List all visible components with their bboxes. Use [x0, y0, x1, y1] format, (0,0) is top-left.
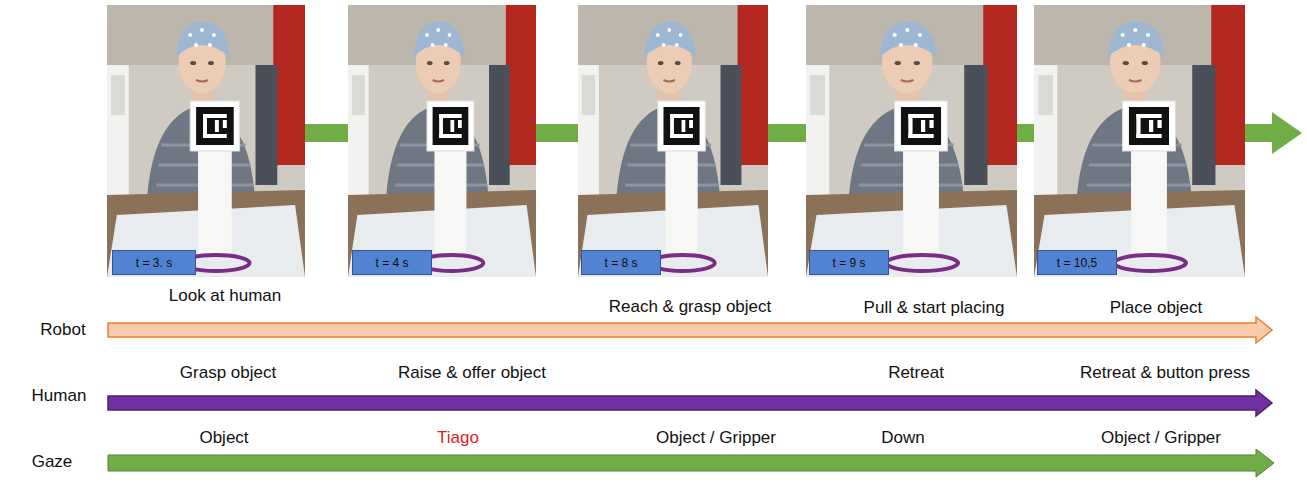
robot-action: Look at human: [169, 286, 281, 306]
gaze-target: Object: [199, 428, 248, 448]
timestamp-box: t = 8 s: [581, 250, 661, 275]
robot-action: Place object: [1110, 298, 1203, 318]
human-action: Retreat: [888, 363, 944, 383]
timestamp-box: t = 9 s: [809, 250, 889, 275]
timestamp-text: t = 10,5: [1057, 256, 1097, 270]
timestamp-text: t = 3. s: [136, 256, 172, 270]
timestamp-box: t = 3. s: [112, 250, 196, 275]
timestamp-text: t = 9 s: [832, 256, 865, 270]
robot-action: Pull & start placing: [864, 298, 1005, 318]
row-title: Gaze: [32, 452, 73, 472]
timestamp-text: t = 8 s: [604, 256, 637, 270]
human-action: Grasp object: [180, 363, 276, 383]
robot-action: Reach & grasp object: [609, 297, 772, 317]
gaze-target: Object / Gripper: [656, 428, 776, 448]
row-title: Robot: [40, 320, 85, 340]
gaze-target: Down: [881, 428, 924, 448]
row-title: Human: [32, 386, 87, 406]
human-action: Retreat & button press: [1080, 363, 1250, 383]
gaze-target: Object / Gripper: [1101, 428, 1221, 448]
gaze-target: Tiago: [437, 428, 479, 448]
human-action: Raise & offer object: [398, 363, 546, 383]
timestamp-text: t = 4 s: [375, 256, 408, 270]
timestamp-box: t = 10,5: [1037, 250, 1117, 275]
timestamp-box: t = 4 s: [352, 250, 432, 275]
